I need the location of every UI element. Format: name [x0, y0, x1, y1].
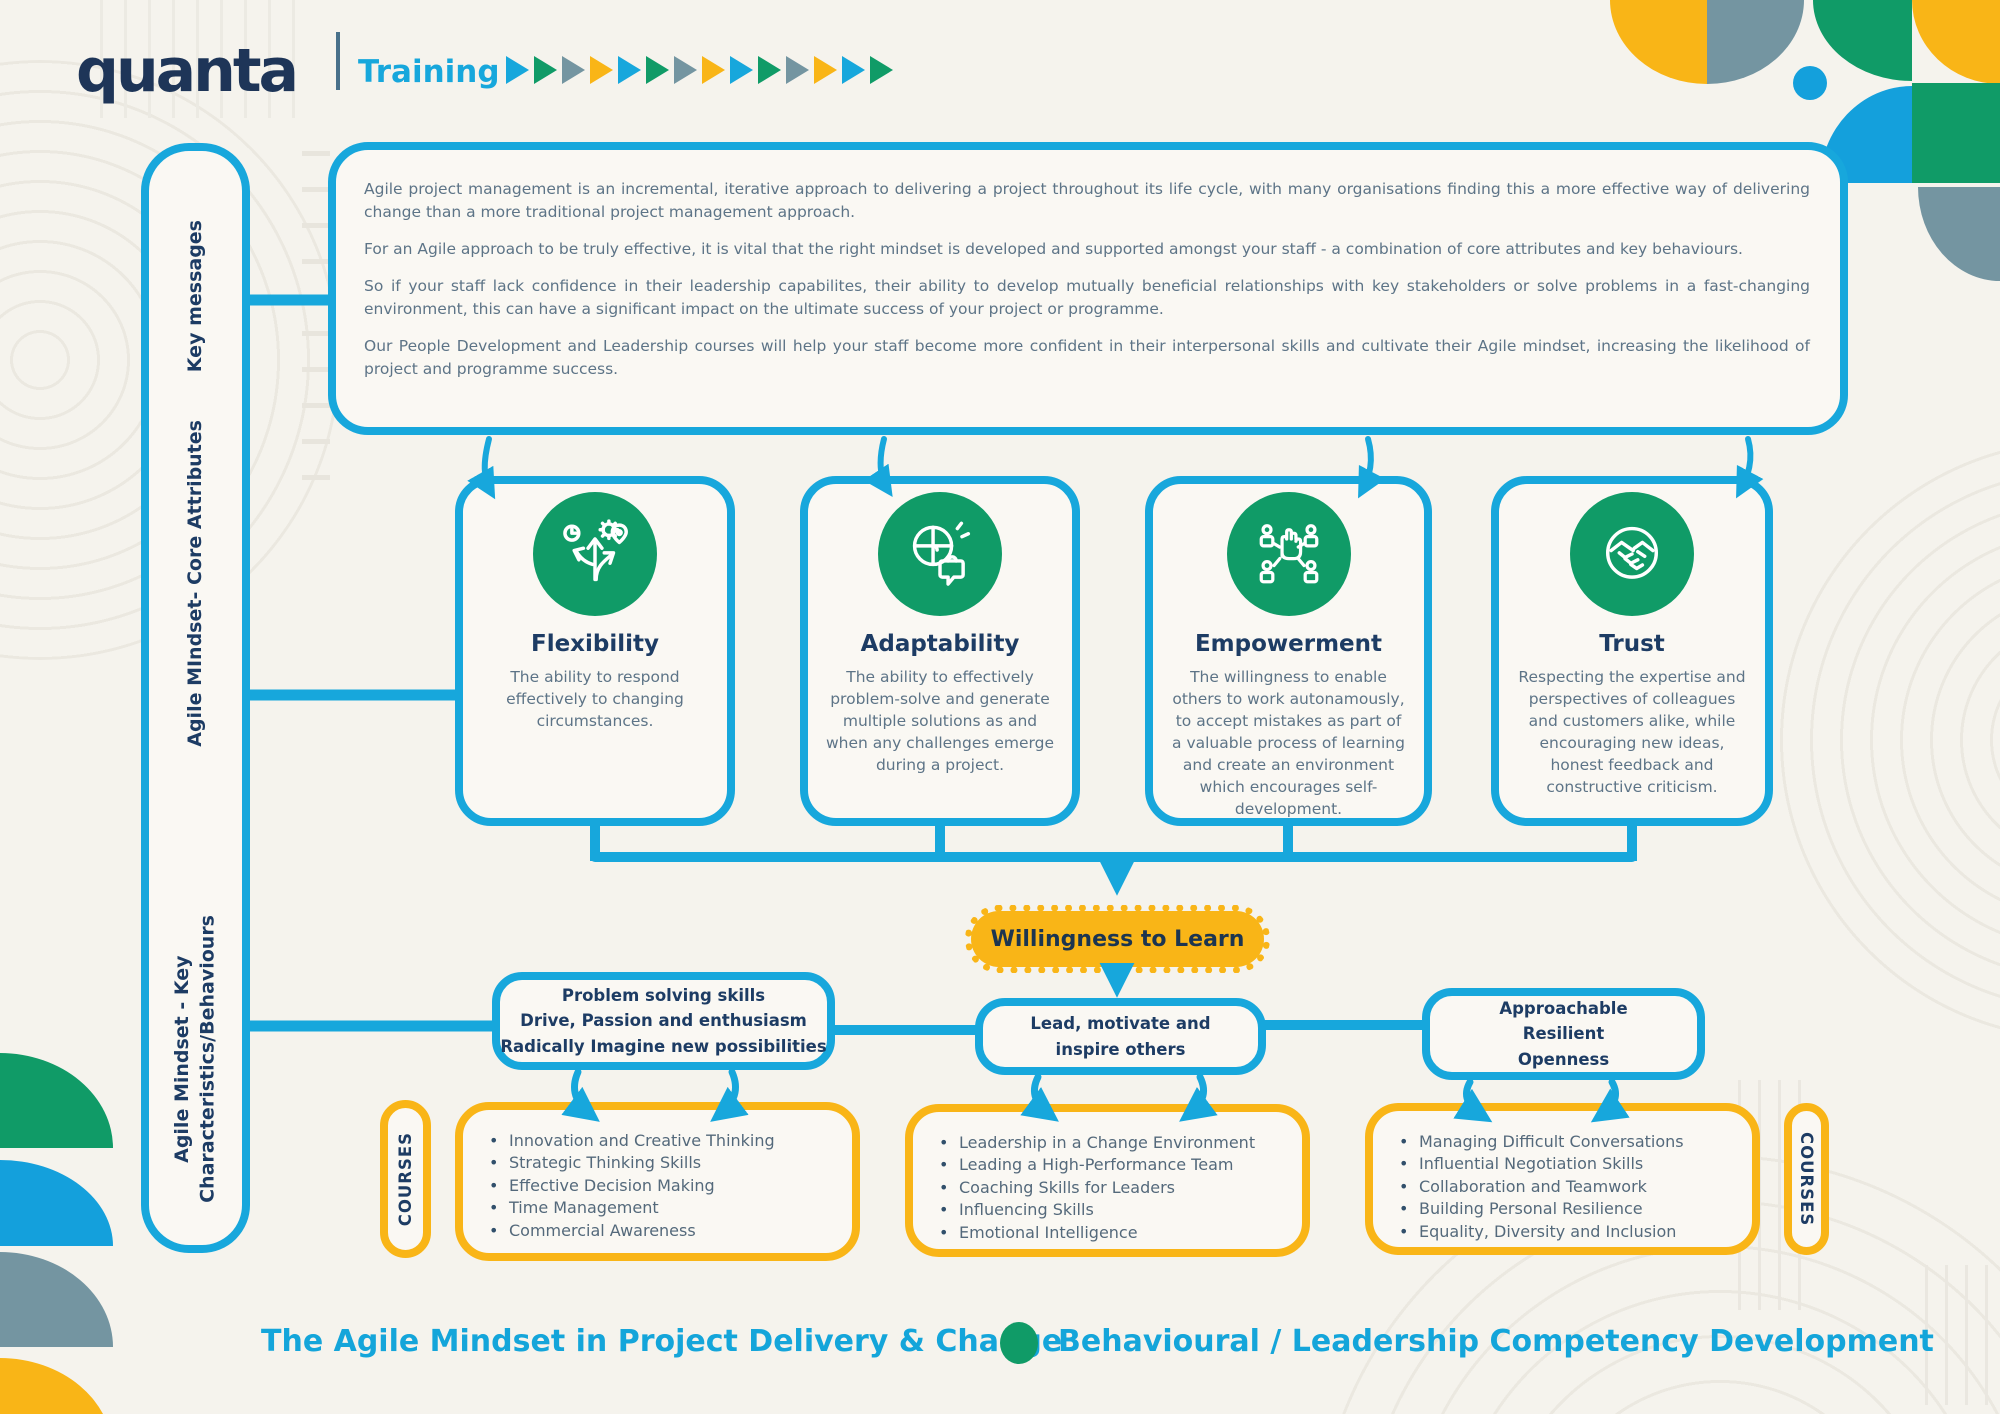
course-item: Equality, Diversity and Inclusion: [1395, 1221, 1736, 1244]
courses-pill-left: COURSES: [380, 1100, 431, 1258]
key-message-paragraph: For an Agile approach to be truly effect…: [364, 239, 1743, 258]
behaviour-line: Radically Imagine new possibilities: [500, 1036, 827, 1056]
behaviour-line: Problem solving skills: [561, 986, 766, 1006]
key-message-paragraph: Our People Development and Leadership co…: [364, 336, 1810, 378]
quanta-logo: quanta: [76, 36, 299, 106]
puzzle-globe-icon: [878, 492, 1002, 616]
course-item: Leadership in a Change Environment: [935, 1132, 1286, 1155]
course-item: Effective Decision Making: [485, 1175, 836, 1198]
behaviour-line: Lead, motivate and: [1030, 1014, 1211, 1034]
course-item: Innovation and Creative Thinking: [485, 1130, 836, 1153]
course-items: Managing Difficult ConversationsInfluent…: [1395, 1131, 1736, 1243]
card-title: Trust: [1599, 631, 1665, 657]
course-list-problem-solving: Innovation and Creative ThinkingStrategi…: [455, 1102, 860, 1261]
handshake-icon: [1570, 492, 1694, 616]
course-list-resilience: Managing Difficult ConversationsInfluent…: [1365, 1103, 1760, 1255]
footer-title-left: The Agile Mindset in Project Delivery & …: [261, 1324, 1063, 1359]
background-pattern: [1925, 1265, 1995, 1405]
card-description: Respecting the expertise and perspective…: [1518, 668, 1746, 796]
decor-square: [1912, 83, 2000, 183]
decor-circle: [1793, 66, 1827, 100]
course-items: Leadership in a Change EnvironmentLeadin…: [935, 1132, 1286, 1244]
card-description: The ability to effectively problem-solve…: [825, 668, 1055, 774]
triangle-icon: [758, 56, 781, 84]
course-list-leadership: Leadership in a Change EnvironmentLeadin…: [905, 1104, 1310, 1257]
triangle-icon: [562, 56, 585, 84]
course-item: Commercial Awareness: [485, 1220, 836, 1243]
card-description: The ability to respond effectively to ch…: [506, 668, 684, 730]
triangle-icon: [590, 56, 613, 84]
triangle-icon: [870, 56, 893, 84]
branching-paths-icon: [533, 492, 657, 616]
course-item: Managing Difficult Conversations: [1395, 1131, 1736, 1154]
behaviour-line: Resilient: [1522, 1024, 1605, 1044]
triangle-icon: [786, 56, 809, 84]
attribute-card-empowerment: Empowerment The willingness to enable ot…: [1145, 476, 1432, 826]
sidebar-rail: Key messages Agile MIndset- Core Attribu…: [141, 143, 250, 1253]
logo-training-label: Training: [358, 54, 500, 90]
logo-divider: [336, 32, 340, 90]
card-title: Empowerment: [1194, 631, 1383, 657]
triangle-icon: [814, 56, 837, 84]
key-message-paragraph: Agile project management is an increment…: [364, 180, 1810, 221]
background-pattern: [100, 0, 310, 118]
course-item: Emotional Intelligence: [935, 1222, 1286, 1245]
key-message-paragraph: So if your staff lack confidence in thei…: [364, 276, 1810, 318]
course-item: Time Management: [485, 1197, 836, 1220]
triangle-icon: [842, 56, 865, 84]
badge-label: Willingness to Learn: [971, 911, 1264, 967]
triangle-icon: [506, 56, 529, 84]
triangle-icon: [702, 56, 725, 84]
triangle-icon: [730, 56, 753, 84]
raised-fist-people-icon: [1226, 492, 1351, 616]
triangle-icon: [534, 56, 557, 84]
course-item: Building Personal Resilience: [1395, 1198, 1736, 1221]
triangle-icon: [674, 56, 697, 84]
course-item: Leading a High-Performance Team: [935, 1154, 1286, 1177]
course-item: Strategic Thinking Skills: [485, 1152, 836, 1175]
behaviour-line: Approachable: [1499, 999, 1628, 1019]
course-item: Coaching Skills for Leaders: [935, 1177, 1286, 1200]
behaviour-line: Drive, Passion and enthusiasm: [520, 1011, 807, 1031]
attribute-card-trust: Trust Respecting the expertise and persp…: [1491, 476, 1773, 826]
triangle-arrows-decoration: [506, 56, 893, 84]
course-item: Collaboration and Teamwork: [1395, 1176, 1736, 1199]
card-title: Flexibility: [530, 631, 660, 657]
triangle-icon: [618, 56, 641, 84]
triangle-icon: [646, 56, 669, 84]
card-description: The willingness to enable others to work…: [1172, 668, 1405, 818]
key-messages-panel: Agile project management is an increment…: [328, 142, 1848, 435]
courses-label: COURSES: [1797, 1131, 1816, 1227]
card-title: Adaptability: [860, 631, 1020, 657]
background-pattern: [302, 150, 330, 480]
course-item: Influential Negotiation Skills: [1395, 1153, 1736, 1176]
course-items: Innovation and Creative ThinkingStrategi…: [485, 1130, 836, 1242]
behaviour-line: Openness: [1517, 1049, 1610, 1069]
behaviour-line: inspire others: [1055, 1039, 1186, 1059]
courses-pill-right: COURSES: [1784, 1103, 1829, 1255]
course-item: Influencing Skills: [935, 1199, 1286, 1222]
behaviour-box-lead-motivate: Lead, motivate and inspire others: [975, 998, 1266, 1075]
footer-title-right: Behavioural / Leadership Competency Deve…: [1058, 1324, 1934, 1359]
footer-dot-icon: [1000, 1322, 1038, 1364]
